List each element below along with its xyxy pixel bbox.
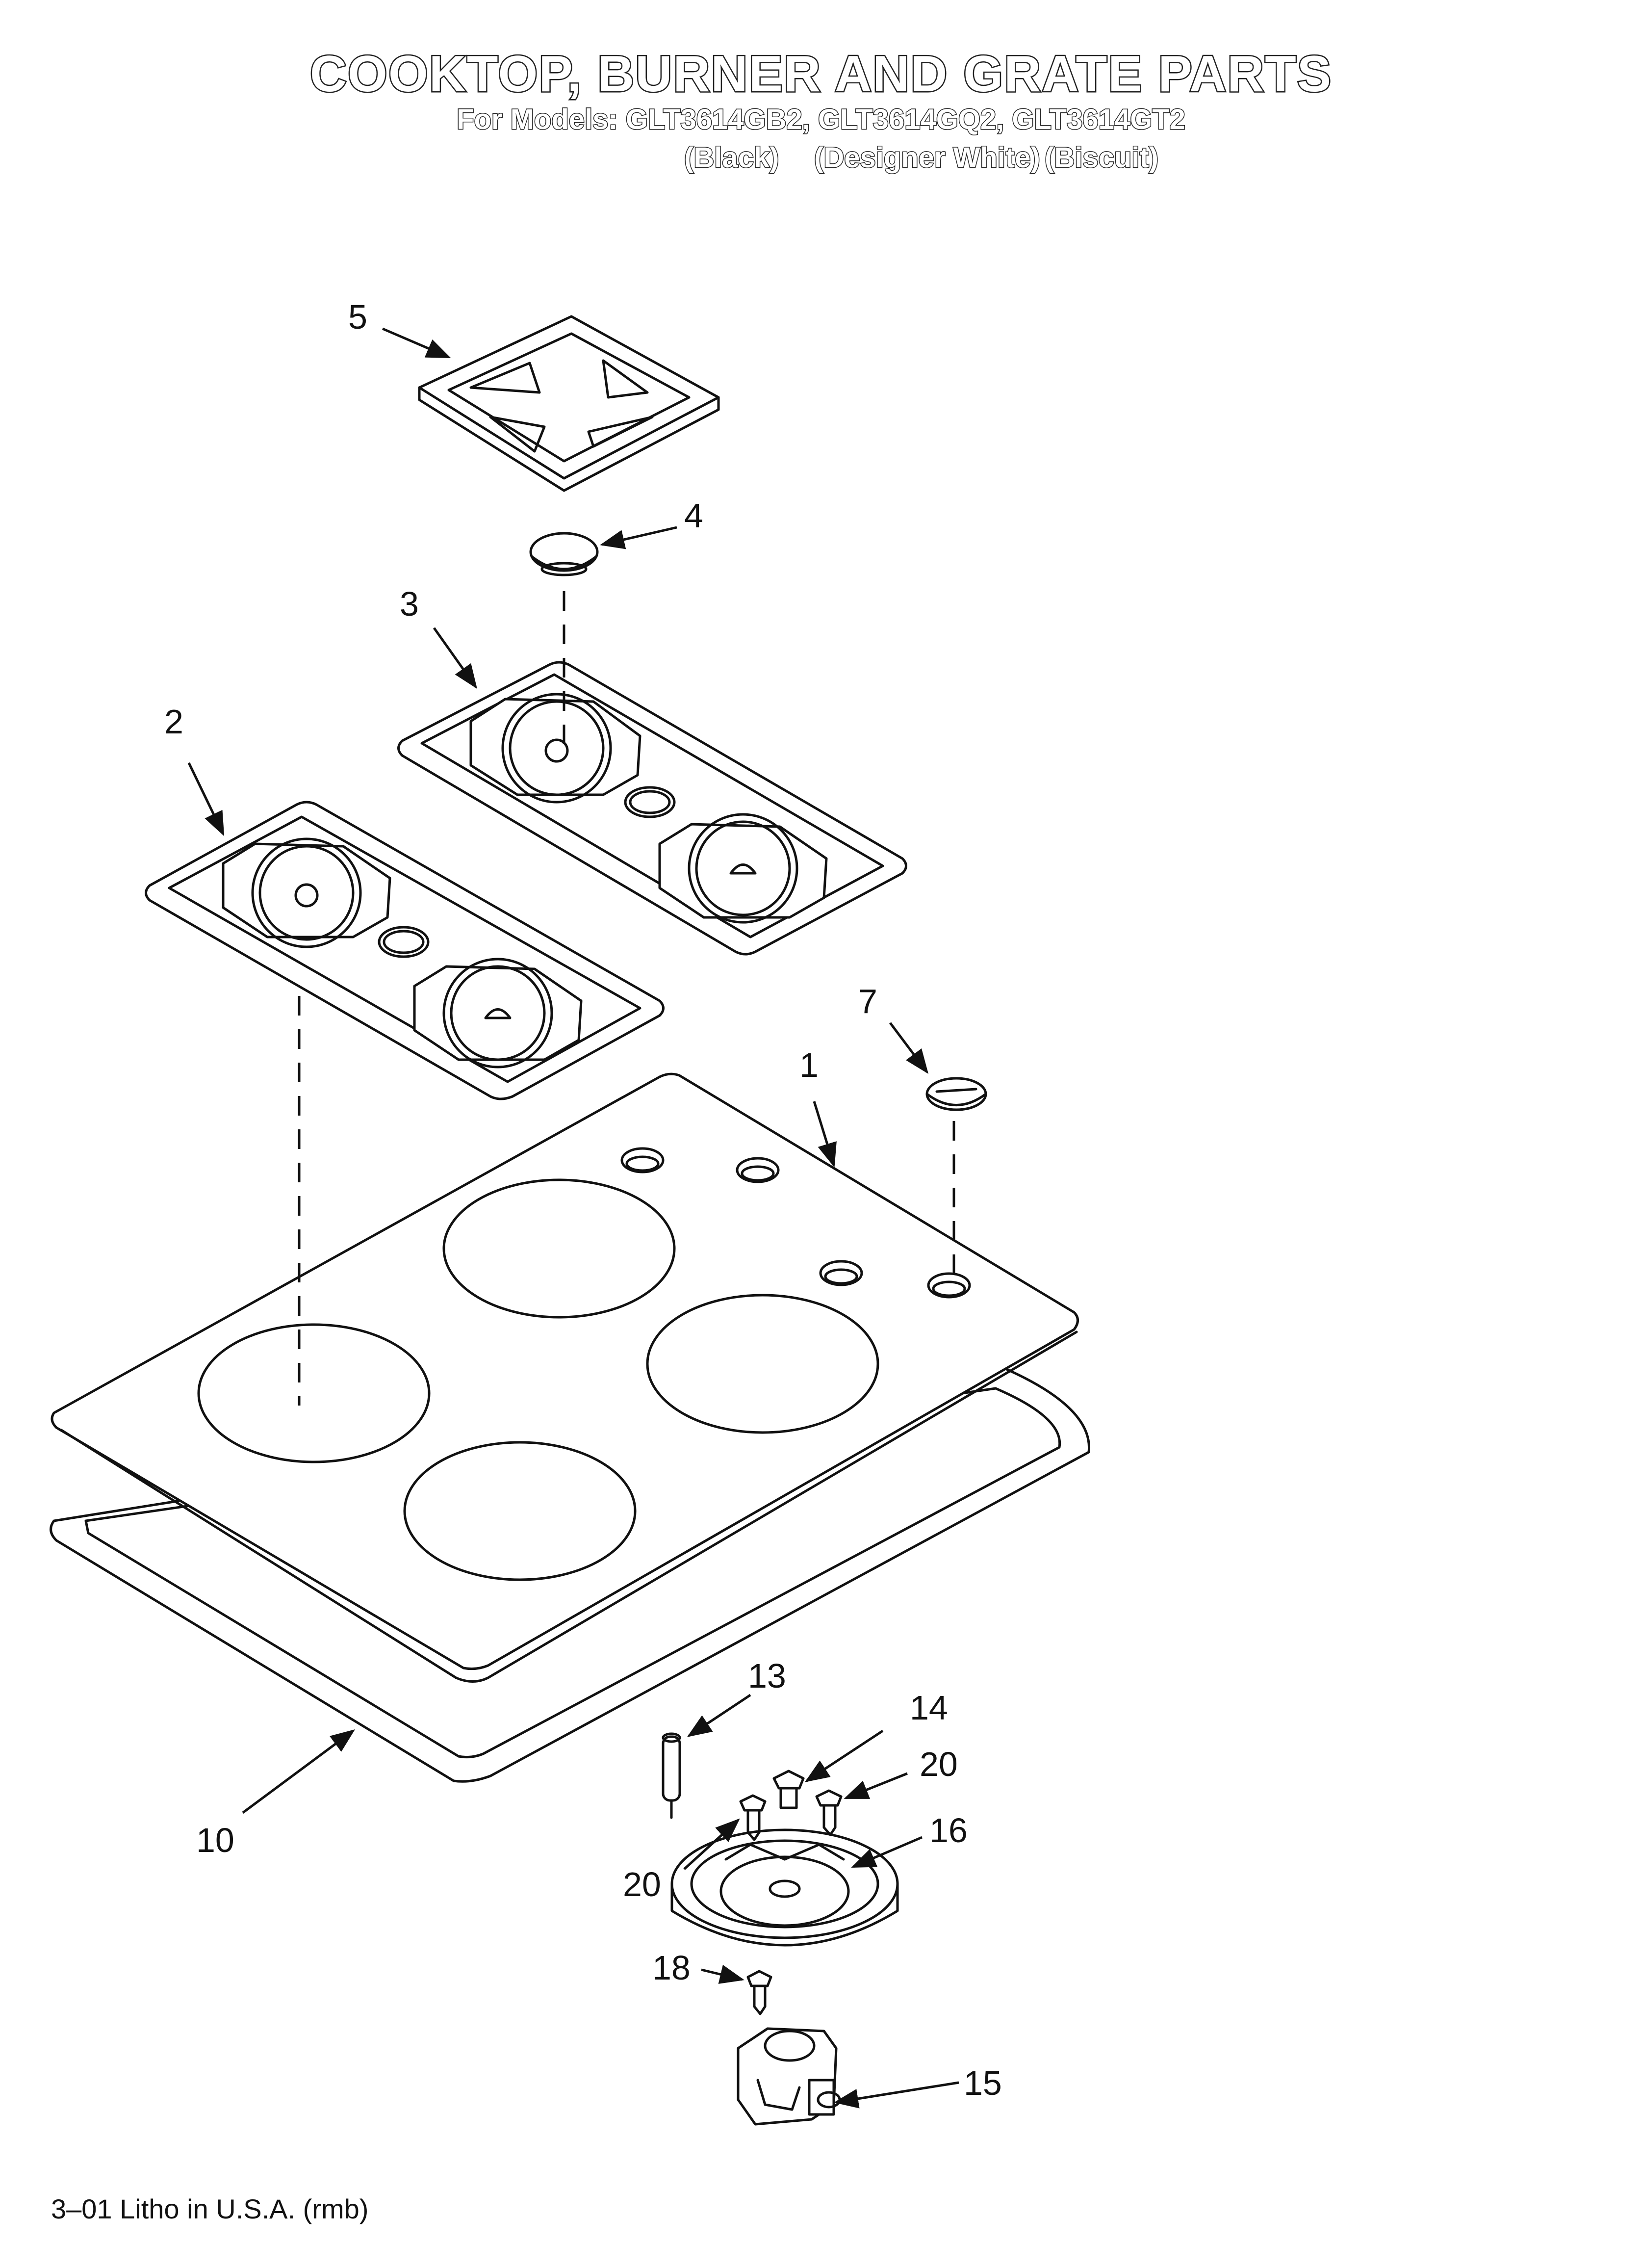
part-7-knob-insert (925, 1077, 987, 1111)
litho-footer: 3–01 Litho in U.S.A. (rmb) (51, 2193, 369, 2224)
color-black: (Black) (683, 141, 779, 175)
callout-15: 15 (964, 2064, 1002, 2102)
callout-7: 7 (858, 982, 877, 1020)
part-3-burner-tray-right (397, 661, 907, 956)
callout-10: 10 (196, 1821, 234, 1859)
part-18-screw (746, 1970, 772, 2015)
callout-20-left: 20 (623, 1865, 661, 1903)
model-numbers: For Models: GLT3614GB2, GLT3614GQ2, GLT3… (456, 103, 1186, 136)
part-2-burner-tray-left (145, 801, 665, 1100)
part-20-screw-left (739, 1794, 767, 1841)
part-10-gasket (50, 1367, 1091, 1783)
part-20-screw-right (815, 1789, 843, 1836)
color-biscuit: (Biscuit) (1044, 141, 1159, 175)
part-5-burner-grate (418, 315, 720, 492)
callout-18: 18 (652, 1949, 691, 1987)
part-1-cooktop (51, 1072, 1079, 1683)
part-16-burner-base (670, 1828, 899, 1947)
callout-16: 16 (929, 1811, 968, 1850)
page-title: COOKTOP, BURNER AND GRATE PARTS (308, 45, 1333, 104)
callout-3: 3 (400, 585, 419, 623)
part-15-valve-bracket (737, 2027, 841, 2126)
part-14-screw (772, 1770, 805, 1809)
leader-arrows (187, 327, 959, 2109)
alignment-lines (298, 591, 955, 1406)
callout-14: 14 (910, 1689, 948, 1727)
color-designer-white: (Designer White) (814, 141, 1041, 175)
callout-20-right: 20 (920, 1745, 958, 1783)
callout-1: 1 (799, 1046, 819, 1084)
callout-13: 13 (748, 1657, 786, 1695)
callout-4: 4 (684, 496, 703, 535)
callout-2: 2 (164, 703, 183, 741)
part-4-burner-cap (529, 532, 599, 576)
callout-5: 5 (348, 298, 367, 336)
part-13-electrode (662, 1732, 681, 1819)
